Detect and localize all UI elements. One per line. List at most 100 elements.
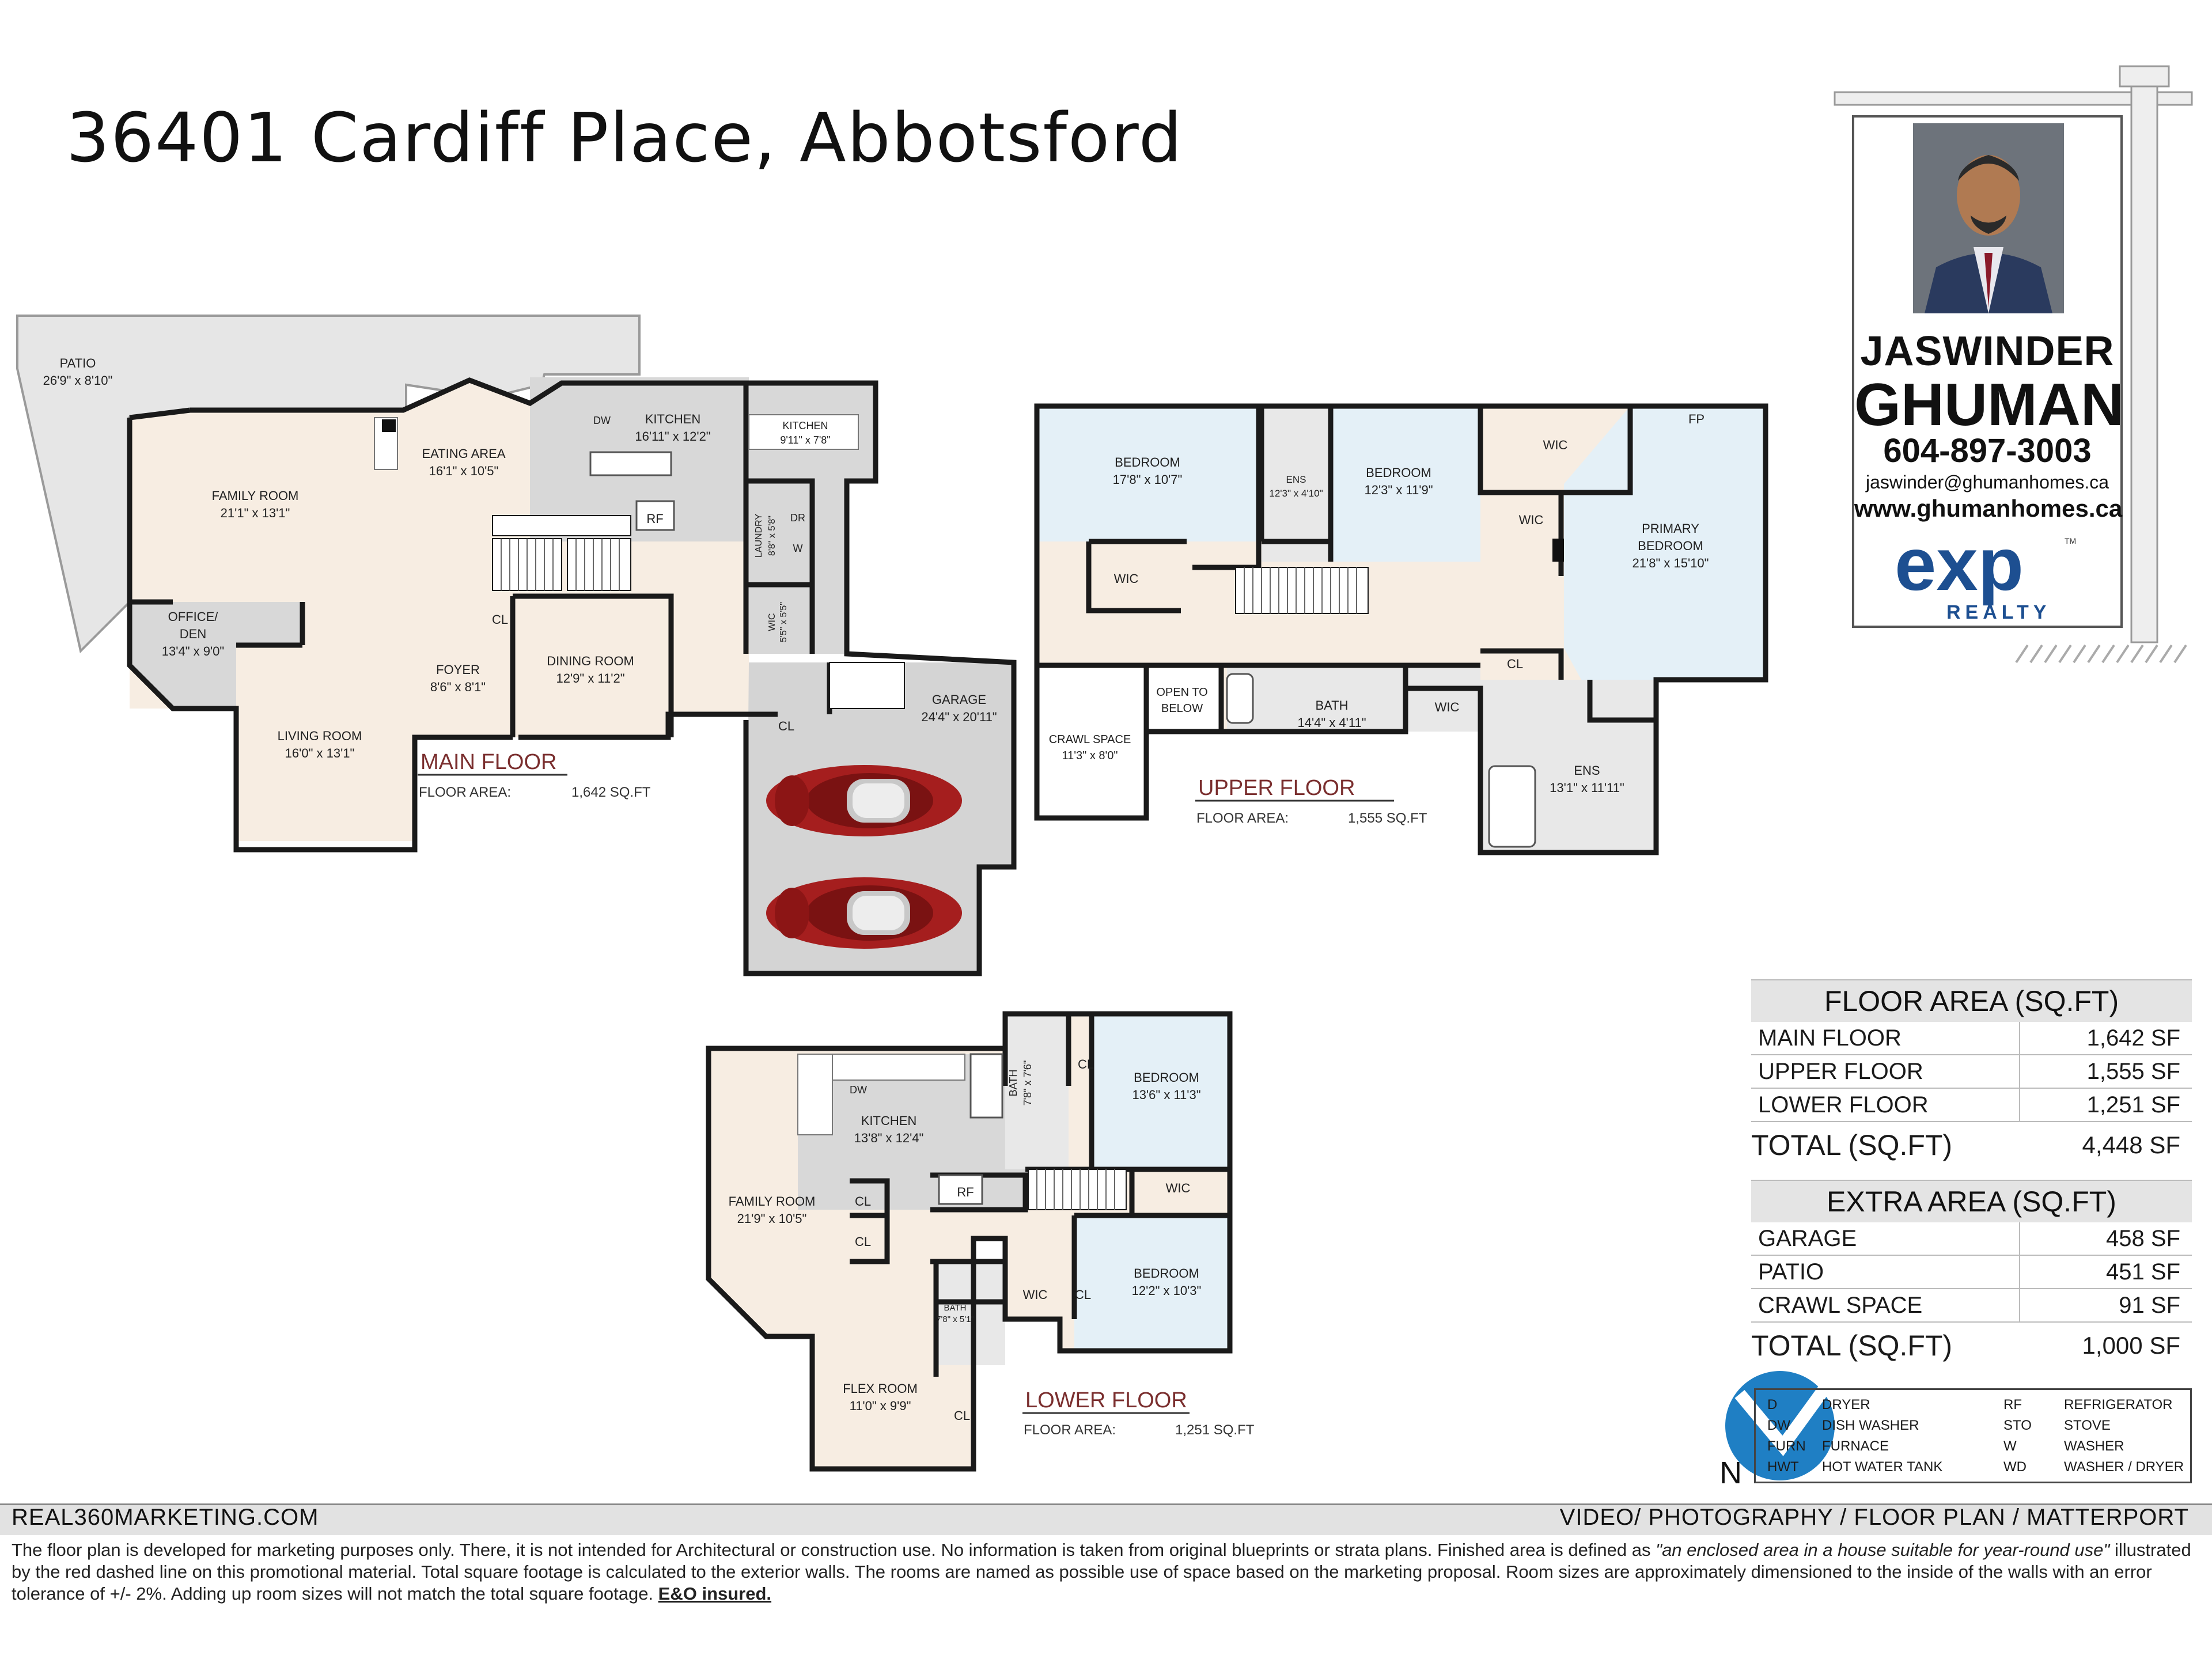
upper-wic4-label: WIC xyxy=(1435,700,1460,714)
main-office-dim: 13'4" x 9'0" xyxy=(162,644,224,658)
legend-desc: WASHER xyxy=(2064,1438,2124,1454)
lower-floor-area-label: FLOOR AREA: xyxy=(1024,1422,1116,1438)
main-foyer-label: FOYER xyxy=(436,662,480,677)
upper-primary-label: PRIMARY xyxy=(1642,521,1699,536)
row-label: MAIN FLOOR xyxy=(1758,1025,1902,1051)
agent-website[interactable]: www.ghumanhomes.ca xyxy=(1854,495,2123,522)
main-dining-label: DINING ROOM xyxy=(547,654,634,668)
lower-bed2-dim: 12'2" x 10'3" xyxy=(1132,1283,1202,1298)
main-w-label: W xyxy=(793,543,803,554)
upper-wic2-label: WIC xyxy=(1519,513,1544,527)
lower-closet-3: CL xyxy=(855,1234,871,1249)
row-label: UPPER FLOOR xyxy=(1758,1059,1923,1084)
row-value: 1,251 SF xyxy=(2086,1092,2180,1118)
lower-bed2-label: BEDROOM xyxy=(1134,1266,1199,1281)
lower-flex-label: FLEX ROOM xyxy=(843,1381,918,1396)
floor-plan-drawing: PATIO 26'9" x 8'10" FAMILY ROOM 21'1" x … xyxy=(16,65,2193,1490)
extra-area-total: TOTAL (SQ.FT) 1,000 SF xyxy=(1751,1323,2192,1369)
floor-area-header: FLOOR AREA (SQ.FT) xyxy=(1751,979,2192,1022)
lower-floor-name: LOWER FLOOR xyxy=(1025,1388,1187,1412)
main-family-dim: 21'1" x 13'1" xyxy=(221,506,290,520)
upper-bed2-label: BEDROOM xyxy=(1366,465,1431,480)
main-floor-area-value: 1,642 SQ.FT xyxy=(571,785,651,800)
agent-first-name: JASWINDER xyxy=(1860,328,2115,374)
brand-tm: TM xyxy=(2065,536,2076,546)
area-summary: FLOOR AREA (SQ.FT) MAIN FLOOR 1,642 SF U… xyxy=(1751,979,2192,1369)
legend-desc: HOT WATER TANK xyxy=(1822,1459,1943,1475)
table-row: UPPER FLOOR 1,555 SF xyxy=(1751,1055,2192,1089)
legend-code: STO xyxy=(2003,1418,2032,1433)
footer-services: VIDEO/ PHOTOGRAPHY / FLOOR PLAN / MATTER… xyxy=(1559,1505,2189,1530)
row-value: 458 SF xyxy=(2106,1226,2180,1251)
table-row: CRAWL SPACE 91 SF xyxy=(1751,1289,2192,1323)
main-closet-1: CL xyxy=(492,612,508,627)
disclaimer: The floor plan is developed for marketin… xyxy=(12,1539,2195,1605)
main-dw-label: DW xyxy=(593,415,611,426)
main-garage-dim: 24'4" x 20'11" xyxy=(921,710,997,724)
main-office-label2: DEN xyxy=(180,627,206,641)
brand-sub: REALTY xyxy=(1946,601,2051,623)
lower-closet-5: CL xyxy=(954,1408,970,1423)
upper-ens2-label: ENS xyxy=(1574,763,1600,778)
compass-label: N xyxy=(1719,1456,1742,1490)
lower-floor-plan: KITCHEN 13'8" x 12'4" BATH 7'8" x 7'6" B… xyxy=(706,1011,1255,1472)
legend-code: HWT xyxy=(1767,1459,1799,1475)
upper-primary-label2: BEDROOM xyxy=(1638,539,1703,553)
agent-photo xyxy=(1913,123,2064,313)
lower-bed1-label: BEDROOM xyxy=(1134,1070,1199,1085)
main-dr-label: DR xyxy=(790,512,805,524)
main-wic-label: WIC xyxy=(767,613,777,631)
agent-last-name: GHUMAN xyxy=(1854,372,2124,438)
main-laundry-dim: 8'8" x 5'8" xyxy=(767,516,777,556)
exp-realty-logo: exp TM REALTY xyxy=(1895,532,2076,623)
main-living-dim: 16'0" x 13'1" xyxy=(285,746,355,760)
row-value: 1,642 SF xyxy=(2086,1025,2180,1051)
row-value: 1,555 SF xyxy=(2086,1059,2180,1084)
main-garage-label: GARAGE xyxy=(932,692,986,707)
main-kitchen-label: KITCHEN xyxy=(645,412,701,426)
page-title: 36401 Cardiff Place, Abbotsford xyxy=(66,98,1183,177)
upper-ens1-dim: 12'3" x 4'10" xyxy=(1269,488,1323,499)
main-patio-label: PATIO xyxy=(60,356,96,370)
disclaimer-text-b: illustrated by the red dashed line on th… xyxy=(12,1540,2191,1604)
legend-desc: STOVE xyxy=(2064,1418,2111,1433)
row-label: LOWER FLOOR xyxy=(1758,1092,1929,1118)
lower-dw-label: DW xyxy=(850,1084,867,1096)
main-floor-name: MAIN FLOOR xyxy=(421,750,556,774)
legend-code: DW xyxy=(1767,1418,1790,1433)
lower-bed1-dim: 13'6" x 11'3" xyxy=(1132,1088,1200,1102)
upper-ens1-label: ENS xyxy=(1286,474,1306,485)
upper-bath-dim: 14'4" x 4'11" xyxy=(1297,715,1366,730)
agent-phone[interactable]: 604-897-3003 xyxy=(1883,432,2092,469)
upper-ens2-dim: 13'1" x 11'11" xyxy=(1550,781,1624,795)
agent-email[interactable]: jaswinder@ghumanhomes.ca xyxy=(1865,472,2109,493)
main-rf-label: RF xyxy=(646,512,663,526)
lower-closet-1: CL xyxy=(1078,1057,1094,1071)
legend-code: RF xyxy=(2003,1397,2022,1412)
main-wic-dim: 5'5" x 5'5" xyxy=(779,602,789,642)
abbreviation-legend: D DRYER RF REFRIGERATOR DW DISH WASHER S… xyxy=(1754,1388,2192,1483)
disclaimer-eo: E&O insured. xyxy=(658,1584,772,1604)
legend-desc: DRYER xyxy=(1822,1397,1870,1412)
main-eating-dim: 16'1" x 10'5" xyxy=(429,464,499,478)
upper-bath-label: BATH xyxy=(1315,698,1348,713)
upper-wic1-label: WIC xyxy=(1543,438,1568,452)
lower-wic-label: WIC xyxy=(1166,1181,1191,1195)
main-patio-dim: 26'9" x 8'10" xyxy=(43,373,113,388)
main-laundry-label: LAUNDRY xyxy=(754,514,764,558)
lower-bath2-dim: 7'8" x 5'1" xyxy=(936,1315,974,1324)
legend-desc: FURNACE xyxy=(1822,1438,1889,1454)
total-label: TOTAL (SQ.FT) xyxy=(1751,1129,1953,1161)
upper-fp-label: FP xyxy=(1688,412,1705,426)
upper-floor-plan: BEDROOM 17'8" x 10'7" ENS 12'3" x 4'10" … xyxy=(1034,403,1768,855)
lower-bath2-label: BATH xyxy=(944,1303,967,1313)
upper-floor-area-label: FLOOR AREA: xyxy=(1196,810,1289,826)
lower-closet-2: CL xyxy=(855,1194,871,1209)
lower-flex-dim: 11'0" x 9'9" xyxy=(850,1399,911,1413)
upper-floor-area-value: 1,555 SQ.FT xyxy=(1348,810,1427,826)
row-value: 451 SF xyxy=(2106,1259,2180,1285)
extra-area-header: EXTRA AREA (SQ.FT) xyxy=(1751,1180,2192,1222)
legend-code: FURN xyxy=(1767,1438,1806,1454)
footer-website[interactable]: REAL360MARKETING.COM xyxy=(12,1505,319,1530)
row-label: CRAWL SPACE xyxy=(1758,1293,1923,1318)
